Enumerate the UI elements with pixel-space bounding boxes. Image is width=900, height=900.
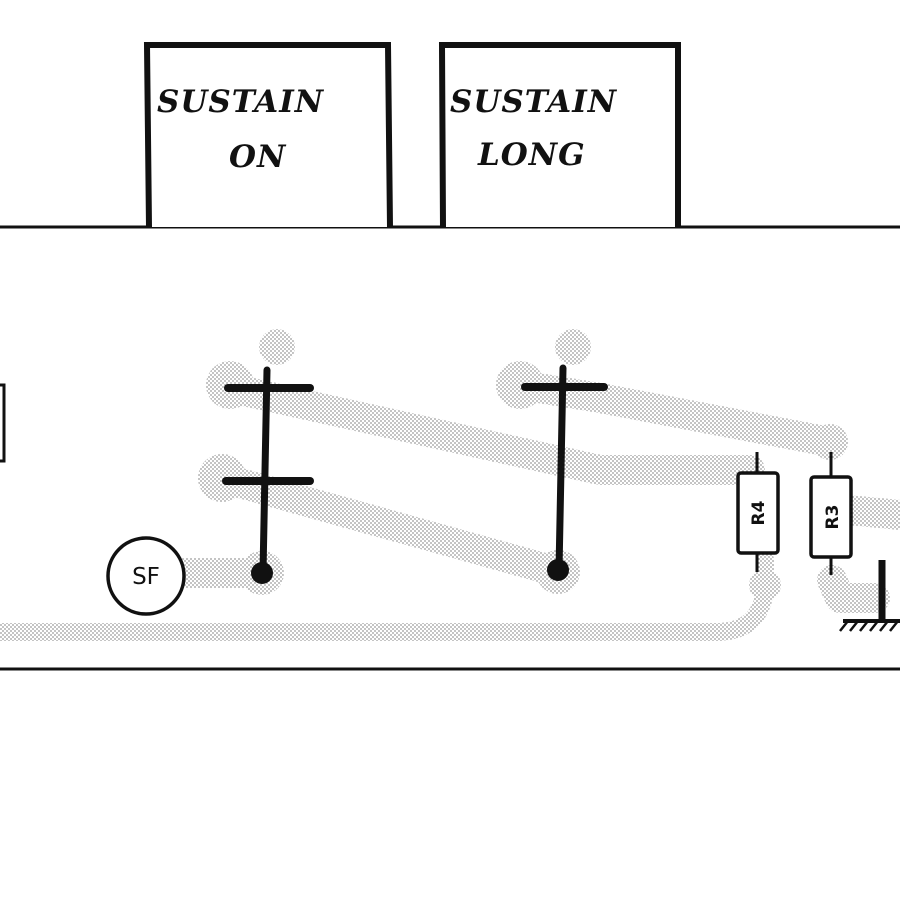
pcb-traces [0, 329, 900, 641]
pad-switch1-top [259, 329, 295, 365]
trace-switch1-mid-to-switch2 [207, 463, 573, 587]
pad-switch2-upper [496, 361, 544, 409]
resistor-r4-label: R4 [749, 500, 769, 525]
trace-switch1-top-to-r4 [215, 373, 765, 485]
sustain-long-label-line1: SUSTAIN [450, 84, 618, 120]
ground-hatching [839, 620, 899, 632]
resistor-r3-label: R3 [823, 505, 843, 530]
pad-r4-bottom [749, 569, 781, 601]
switch-contact-1 [222, 366, 314, 584]
sustain-long-label-line2: LONG [477, 137, 586, 173]
sustain-on-label-line1: SUSTAIN [157, 84, 325, 120]
switch-button-sustain-on-outline [143, 42, 393, 228]
trace-r3-to-ground [817, 495, 900, 613]
resistor-r3: R3 [809, 452, 853, 575]
resistor-r3-body [809, 475, 853, 559]
left-edge-component [0, 383, 6, 463]
sustain-on-label-line2: ON [229, 139, 287, 175]
resistor-r4-body [736, 471, 780, 555]
switch-contact-2-stem [555, 364, 567, 574]
switch-contact-2 [521, 364, 608, 581]
sf-connector-label: SF [132, 564, 160, 590]
ground-symbol [839, 560, 900, 632]
switch-button-sustain-long-outline [438, 42, 681, 228]
pad-switch1-lower [198, 454, 246, 502]
sf-connector-circle [106, 536, 186, 616]
pad-switch2-top [555, 329, 591, 365]
switch-contact-1-solder-dot [251, 562, 273, 584]
trace-switch2-to-r3 [505, 370, 845, 457]
switch-button-sustain-long[interactable]: SUSTAIN LONG [438, 42, 681, 228]
resistor-r4: R4 [736, 452, 780, 572]
switch-contact-1-stem [259, 366, 271, 576]
switch-contact-2-solder-dot [547, 559, 569, 581]
pad-r3-top [812, 424, 848, 460]
sf-connector: SF [106, 536, 186, 616]
switch-button-sustain-on[interactable]: SUSTAIN ON [143, 42, 393, 228]
